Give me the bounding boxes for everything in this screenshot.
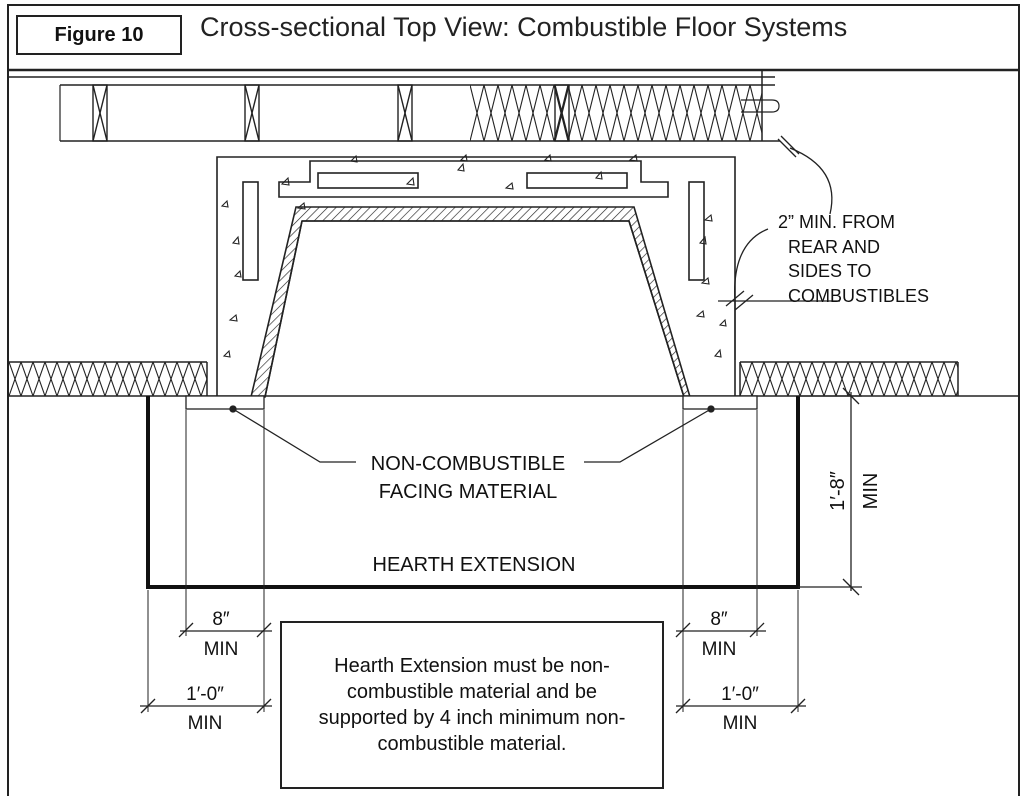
note-line-4: combustible material.: [377, 733, 567, 755]
wall-studs: [92, 84, 570, 142]
rear-wall: [9, 68, 1020, 142]
height-dimension: [798, 387, 862, 596]
facing-label-line1: NON-COMBUSTIBLE: [371, 453, 565, 475]
left-inner-min: MIN: [204, 639, 239, 660]
clearance-label-3: SIDES TO: [788, 261, 871, 281]
wall-insulation: [470, 85, 762, 141]
left-inner-dimension: [178, 622, 272, 638]
right-inner-value: 8″: [710, 609, 728, 630]
right-outer-dimension: [675, 698, 806, 714]
figure-title: Cross-sectional Top View: Combustible Fl…: [200, 12, 848, 42]
clearance-label-1: 2” MIN. FROM: [778, 212, 895, 232]
note-line-1: Hearth Extension must be non-: [334, 655, 610, 677]
floor-insulation: [9, 361, 1020, 397]
left-inner-value: 8″: [212, 609, 230, 630]
left-outer-min: MIN: [188, 713, 223, 734]
note-line-2: combustible material and be: [346, 681, 598, 703]
facing-label-line2: FACING MATERIAL: [379, 481, 558, 503]
left-outer-dimension: [140, 698, 272, 714]
firebox: [249, 206, 692, 398]
right-inner-dimension: [675, 622, 766, 638]
height-dim-label: 1′-8″: [827, 471, 849, 511]
facing-material-strips: [185, 395, 758, 410]
right-inner-min: MIN: [702, 639, 737, 660]
clearance-callout: [718, 135, 840, 360]
hearth-extension-outline: [146, 396, 800, 589]
right-outer-min: MIN: [723, 713, 758, 734]
hearth-note-box: Hearth Extension must be non- combustibl…: [280, 621, 664, 789]
hearth-label: HEARTH EXTENSION: [373, 554, 576, 576]
aggregate-marks: [220, 153, 727, 358]
dimension-extension-lines: [147, 410, 799, 712]
facing-leader-lines: [229, 405, 715, 463]
figure-badge: Figure 10: [16, 15, 182, 55]
height-min-label: MIN: [860, 473, 882, 510]
note-line-3: supported by 4 inch minimum non-: [318, 707, 626, 729]
clearance-label-4: COMBUSTIBLES: [788, 286, 929, 306]
masonry-surround: [216, 156, 736, 400]
clearance-label-2: REAR AND: [788, 237, 880, 257]
figure-frame: [7, 4, 1020, 796]
right-outer-value: 1′-0″: [721, 684, 759, 705]
left-outer-value: 1′-0″: [186, 684, 224, 705]
